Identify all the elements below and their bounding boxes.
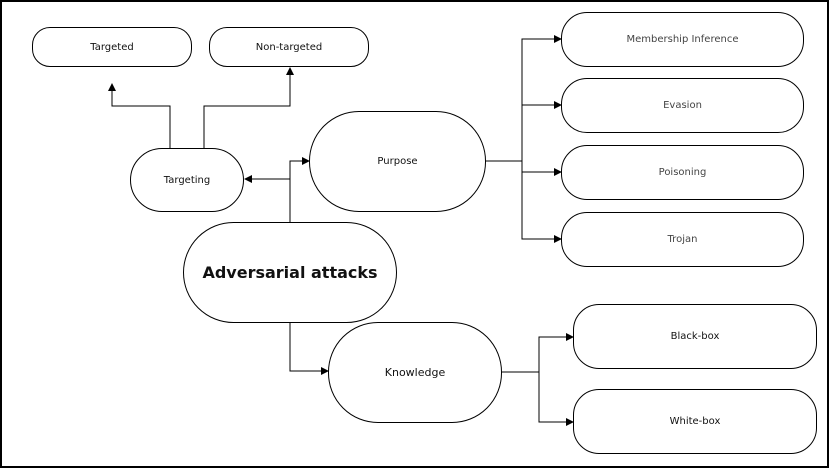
node-knowledge: Knowledge <box>328 322 502 423</box>
node-black-box: Black-box <box>573 304 817 369</box>
node-white-box: White-box <box>573 389 817 454</box>
edge-root-knowledge <box>289 322 329 375</box>
node-poisoning: Poisoning <box>561 145 804 200</box>
edge-purpose-evasion <box>521 101 562 161</box>
edge-purpose-poisoning <box>521 161 562 176</box>
node-targeted: Targeted <box>32 27 192 67</box>
node-targeting: Targeting <box>130 148 244 212</box>
edge-knowledge-whitebox <box>538 372 574 426</box>
edge-purpose-membership <box>521 35 562 161</box>
edge-root-targeting <box>244 175 291 222</box>
node-root: Adversarial attacks <box>183 222 397 323</box>
node-membership-inference: Membership Inference <box>561 12 804 67</box>
node-evasion: Evasion <box>561 78 804 133</box>
edge-targeting-targeted <box>108 83 171 148</box>
node-non-targeted: Non-targeted <box>209 27 369 67</box>
edge-targeting-nontargeted <box>203 67 294 148</box>
node-trojan: Trojan <box>561 212 804 267</box>
edge-root-purpose <box>289 157 310 179</box>
edge-knowledge-blackbox <box>538 333 574 372</box>
edge-purpose-trojan <box>521 161 562 243</box>
node-purpose: Purpose <box>309 111 486 212</box>
